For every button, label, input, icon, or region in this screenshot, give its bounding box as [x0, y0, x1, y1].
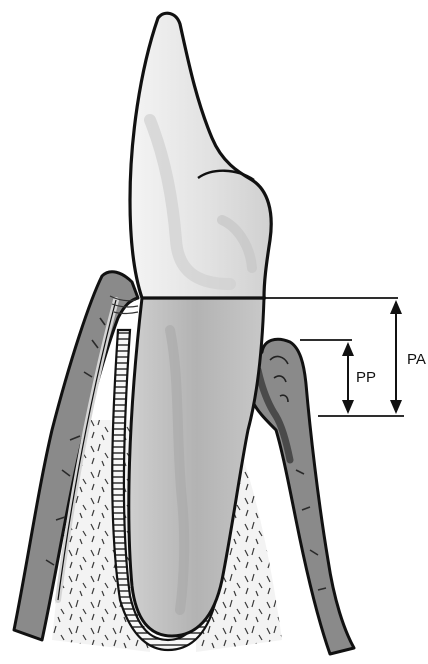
pa-arrowhead-bottom [390, 400, 402, 414]
tooth-crown [130, 13, 271, 298]
pp-arrowhead-bottom [342, 400, 354, 414]
pa-arrowhead-top [390, 300, 402, 314]
label-pp: PP [356, 369, 376, 386]
pp-arrowhead-top [342, 342, 354, 356]
label-pa: PA [407, 351, 426, 368]
